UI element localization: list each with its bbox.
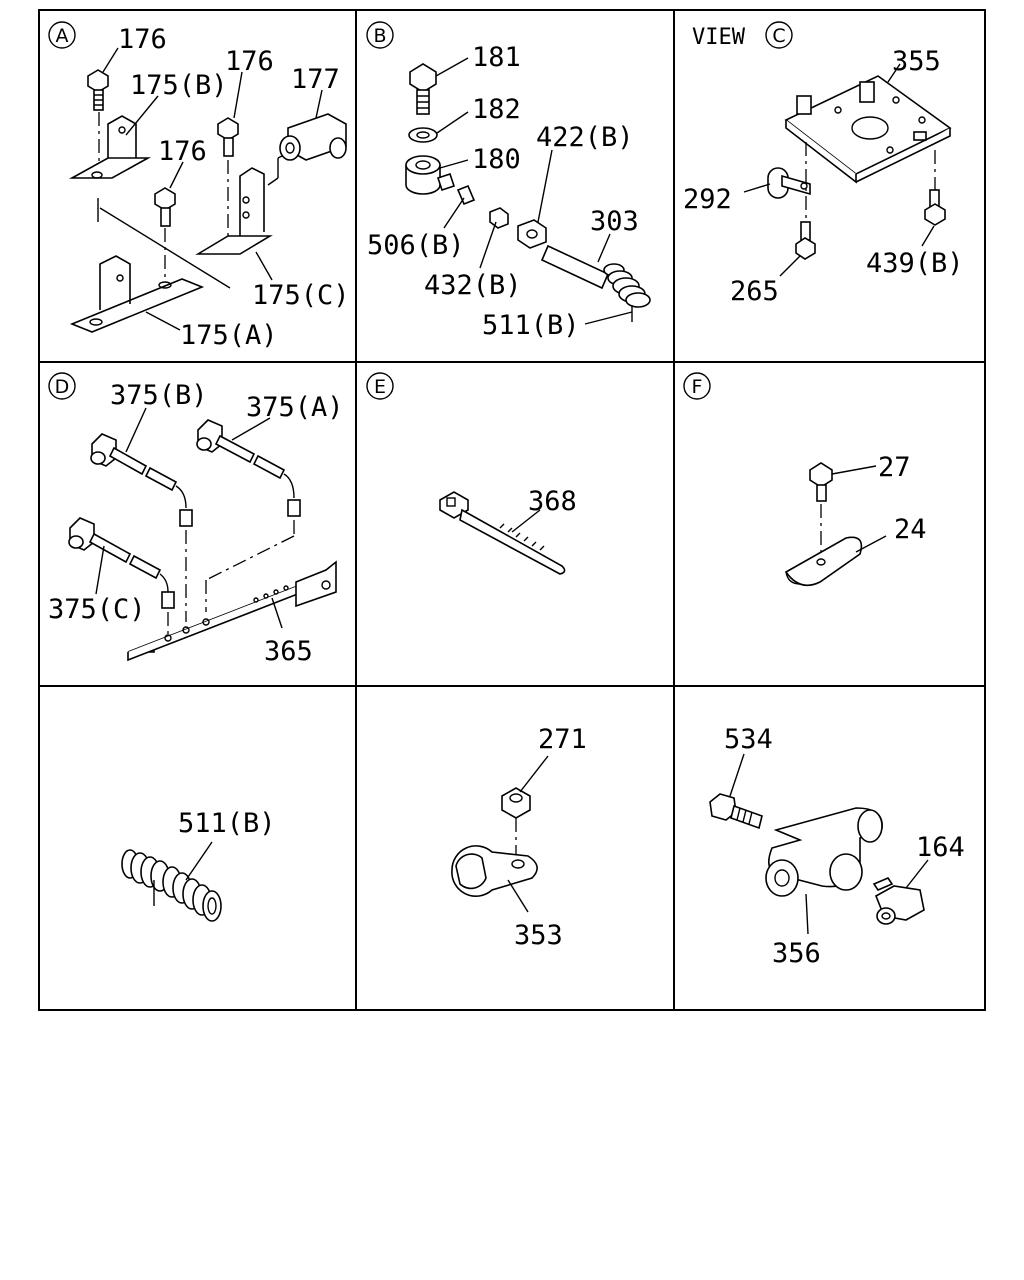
label-368: 368 [528,486,577,517]
label-439b: 439(B) [866,248,964,279]
panel-e-marker: E [366,372,394,400]
panel-f-marker: F [683,372,711,400]
label-182: 182 [472,94,521,125]
clamp-24 [784,536,863,587]
label-176-a: 176 [118,24,167,55]
panel-a-marker: A [48,21,76,49]
label-271: 271 [538,724,587,755]
label-177: 177 [291,64,340,95]
panel-c: VIEW C [683,21,964,307]
label-353: 353 [514,920,563,951]
panel-f: F 27 24 [683,372,927,587]
label-375c: 375(C) [48,594,146,625]
nut-432b [489,207,509,229]
bolt-27 [809,462,833,502]
sensor-375c [68,517,175,609]
label-432b: 432(B) [424,270,522,301]
clip-353 [451,845,538,897]
washer-182 [408,127,438,143]
spring-511b-panel-g [121,849,222,922]
label-422b: 422(B) [536,122,634,153]
label-534: 534 [724,724,773,755]
label-355: 355 [892,46,941,77]
panel-a: A [48,21,350,351]
plate-355 [784,75,952,184]
panel-c-marker-letter: C [772,25,785,47]
label-181: 181 [472,42,521,73]
panel-b-marker-letter: B [373,25,386,47]
bolt-176-a [87,69,109,111]
cable-tie-368 [439,491,566,575]
grid-frame [38,9,986,1011]
panel-h: 271 353 [451,724,587,951]
label-175a: 175(A) [180,320,278,351]
spring-511b-panel-b [603,263,651,322]
panel-e-marker-letter: E [374,376,386,398]
bolt-176-c [217,117,239,157]
fitting-164 [872,877,925,925]
label-506b: 506(B) [367,230,465,261]
label-176-c: 176 [158,136,207,167]
label-365: 365 [264,636,313,667]
view-label: VIEW [692,25,746,50]
label-292: 292 [683,184,732,215]
panel-c-marker: C [765,21,793,49]
label-303: 303 [590,206,639,237]
label-176-b: 176 [225,46,274,77]
bracket-365 [127,560,337,662]
tee-356 [765,807,883,897]
nut-422b [517,219,547,249]
label-511b-panel-b: 511(B) [482,310,580,341]
bolt-534 [709,793,763,830]
clip-292 [767,167,811,199]
bolt-265 [795,221,816,260]
sleeve-506b [456,184,476,206]
bracket-175a [69,255,205,333]
panel-a-marker-letter: A [56,25,69,47]
panel-i: 534 164 356 [709,724,965,969]
panel-d-marker: D [48,372,76,400]
panel-b: B [366,21,651,341]
panel-d-marker-letter: D [55,376,70,398]
bolt-181 [409,63,437,115]
label-27: 27 [878,452,911,483]
label-265: 265 [730,276,779,307]
label-180: 180 [472,144,521,175]
sensor-375a [196,419,301,517]
label-375b: 375(B) [110,380,208,411]
label-356: 356 [772,938,821,969]
bracket-175c [195,167,273,255]
panel-b-marker: B [366,21,394,49]
label-164: 164 [916,832,965,863]
eye-fitting-180 [405,155,456,195]
bolt-176-b [154,187,176,227]
bolt-439b [924,189,946,226]
bracket-175b [68,115,152,179]
sensor-375b [90,433,193,527]
panel-f-marker-letter: F [692,376,703,398]
panel-d: D [48,372,344,667]
label-24: 24 [894,514,927,545]
tee-fitting-177 [279,113,347,161]
label-511b-panel-g: 511(B) [178,808,276,839]
panel-g: 511(B) [121,808,276,922]
label-175b: 175(B) [130,70,228,101]
tube-303 [540,244,610,290]
nut-271 [501,787,531,819]
label-175c: 175(C) [252,280,350,311]
label-375a: 375(A) [246,392,344,423]
panel-e: E 368 [366,372,577,575]
